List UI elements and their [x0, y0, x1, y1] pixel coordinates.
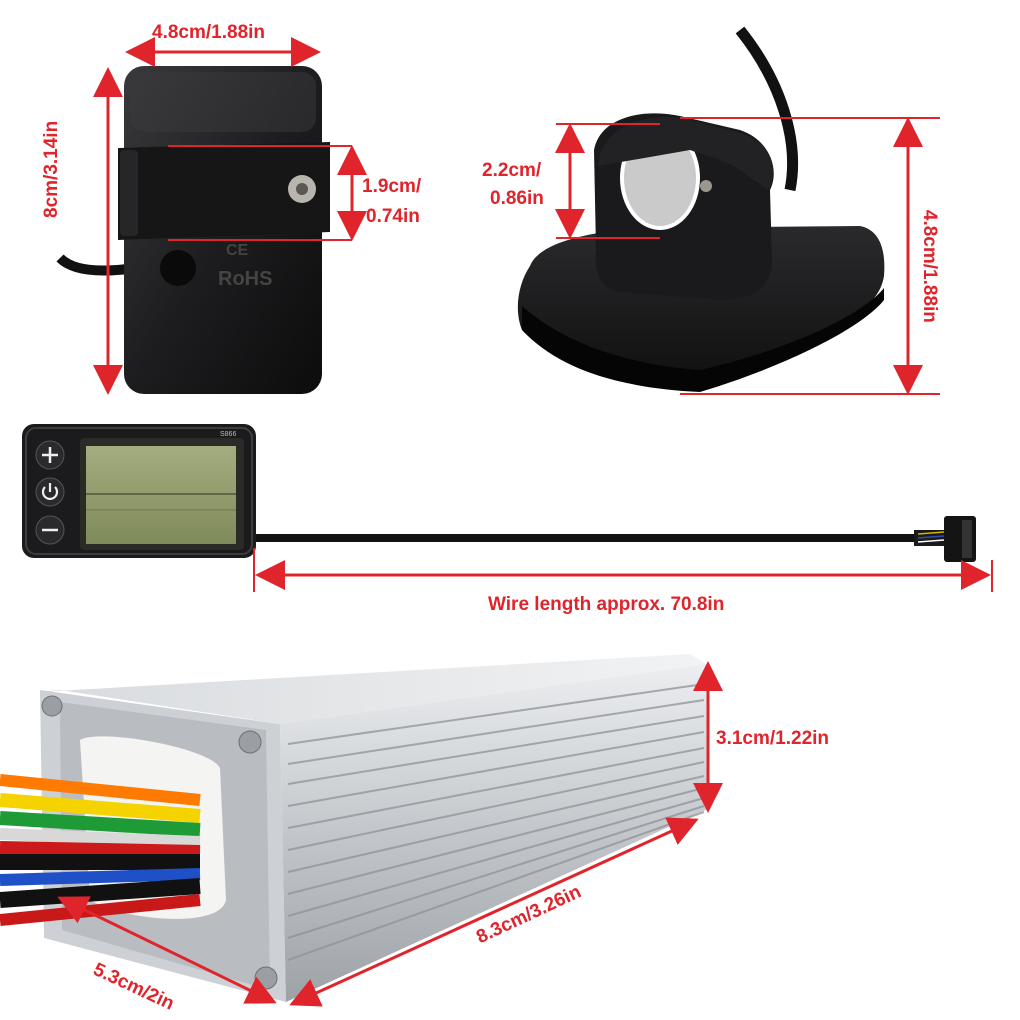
display-front-view: S866	[22, 424, 976, 562]
bracket-diameter-label: 2.2cm/	[482, 160, 542, 181]
clamp-band-label: 1.9cm/	[362, 176, 422, 197]
display-height-label: 8cm/3.14in	[41, 120, 63, 218]
display-mount-view	[517, 26, 885, 392]
power-icon	[41, 483, 59, 500]
mount-dimension-lines	[555, 117, 940, 395]
plus-icon	[42, 447, 58, 463]
ce-mark: CE	[226, 242, 249, 259]
rohs-mark: RoHS	[218, 268, 272, 290]
display-wire	[256, 534, 916, 542]
controller-view	[0, 654, 710, 1002]
minus-button[interactable]	[35, 515, 65, 545]
controller-dimension-lines	[57, 661, 723, 1007]
display-back-view: CE RoHS	[56, 66, 330, 394]
wire-length-label: Wire length approx. 70.8in	[488, 594, 725, 615]
power-button[interactable]	[35, 477, 65, 507]
model-label: S866	[220, 431, 236, 438]
clamp-band-in-label: 0.74in	[366, 206, 420, 227]
plus-button[interactable]	[35, 440, 65, 470]
bracket-diameter-in-label: 0.86in	[490, 188, 544, 209]
controller-height-label: 3.1cm/1.22in	[716, 728, 830, 749]
display-width-label: 4.8cm/1.88in	[152, 22, 266, 43]
mount-height-label: 4.8cm/1.88in	[918, 209, 940, 323]
wire-dimension-line	[253, 548, 993, 592]
display-back-dimension-lines	[93, 37, 367, 395]
